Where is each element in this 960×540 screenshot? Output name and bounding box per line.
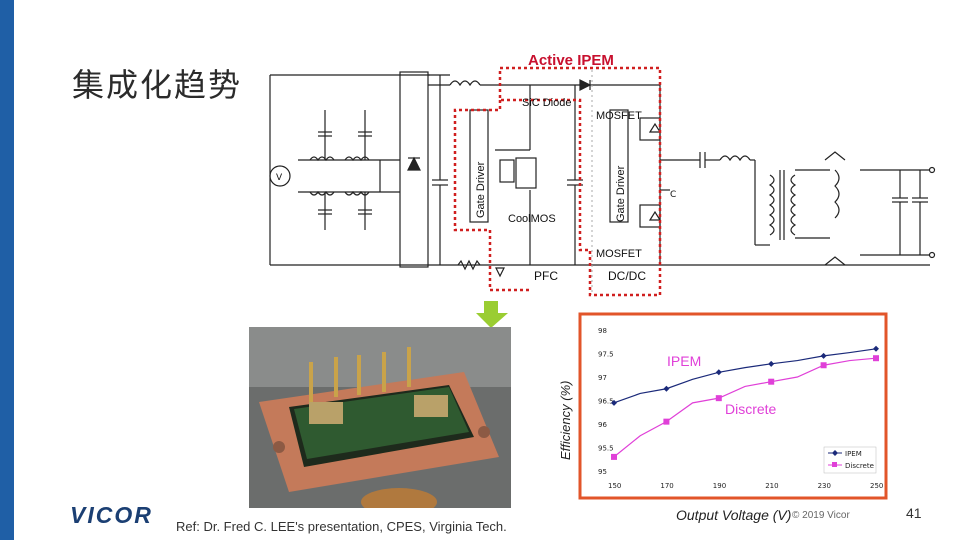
vin-label: V xyxy=(276,173,283,183)
x-axis-label: Output Voltage (V) xyxy=(676,507,791,523)
y-tick-label: 97 xyxy=(598,374,607,382)
y-tick-label: 96.5 xyxy=(598,398,614,406)
legend-discrete: Discrete xyxy=(845,462,874,470)
mosfet-bottom-label: MOSFET xyxy=(596,248,642,260)
copyright-text: © 2019 Vicor xyxy=(792,510,850,521)
x-tick-label: 190 xyxy=(713,482,726,490)
data-point-discrete xyxy=(820,362,827,369)
y-axis-label: Efficiency (%) xyxy=(558,381,573,460)
gate-driver-right-label: Gate Driver xyxy=(615,165,627,222)
x-tick-label: 250 xyxy=(870,482,883,490)
ipem-schematic: Active IPEM SiC Diode MOSFET MOSFET Cool… xyxy=(269,52,936,297)
x-tick-label: 230 xyxy=(818,482,831,490)
series-line-ipem xyxy=(613,348,877,404)
data-point-discrete xyxy=(768,378,775,385)
page-number: 41 xyxy=(906,505,922,521)
active-ipem-label: Active IPEM xyxy=(528,52,614,69)
chart-border xyxy=(578,312,888,500)
slide-title: 集成化趋势 xyxy=(72,66,243,104)
legend-ipem: IPEM xyxy=(845,450,862,458)
sic-diode-label: SiC Diode xyxy=(522,97,572,109)
data-point-ipem xyxy=(663,385,670,392)
y-tick-label: 97.5 xyxy=(598,351,614,359)
data-point-discrete xyxy=(715,395,722,402)
data-point-discrete xyxy=(873,355,879,362)
ipem-boundary xyxy=(498,66,662,297)
chart-legend: IPEM Discrete xyxy=(823,446,877,474)
data-point-ipem xyxy=(611,399,617,406)
coolmos-label: CoolMOS xyxy=(508,213,556,225)
x-tick-label: 170 xyxy=(660,482,673,490)
dcdc-label: DC/DC xyxy=(608,269,646,283)
data-point-ipem xyxy=(715,369,722,376)
series-line-discrete xyxy=(613,357,877,458)
y-tick-label: 95 xyxy=(598,468,607,476)
ipem-annotation: IPEM xyxy=(667,353,701,369)
y-tick-label: 95.5 xyxy=(598,445,614,453)
vicor-logo: VICOR xyxy=(70,502,153,528)
data-point-ipem xyxy=(820,352,827,359)
down-arrow-icon xyxy=(476,301,508,328)
x-tick-label: 210 xyxy=(765,482,778,490)
y-tick-label: 98 xyxy=(598,327,607,335)
data-point-ipem xyxy=(768,360,775,367)
data-point-discrete xyxy=(663,418,670,425)
reference-text: Ref: Dr. Fred C. LEE's presentation, CPE… xyxy=(176,519,507,534)
y-tick-label: 96 xyxy=(598,421,607,429)
data-point-ipem xyxy=(873,345,879,352)
ipem-module-photo xyxy=(249,327,511,508)
pfc-label: PFC xyxy=(534,269,558,283)
c-label: C xyxy=(670,190,676,200)
discrete-annotation: Discrete xyxy=(725,401,777,417)
accent-sidebar xyxy=(0,0,14,540)
mosfet-top-label: MOSFET xyxy=(596,110,642,122)
data-point-discrete xyxy=(611,453,617,460)
gate-driver-left-label: Gate Driver xyxy=(475,161,487,218)
x-tick-label: 150 xyxy=(608,482,621,490)
